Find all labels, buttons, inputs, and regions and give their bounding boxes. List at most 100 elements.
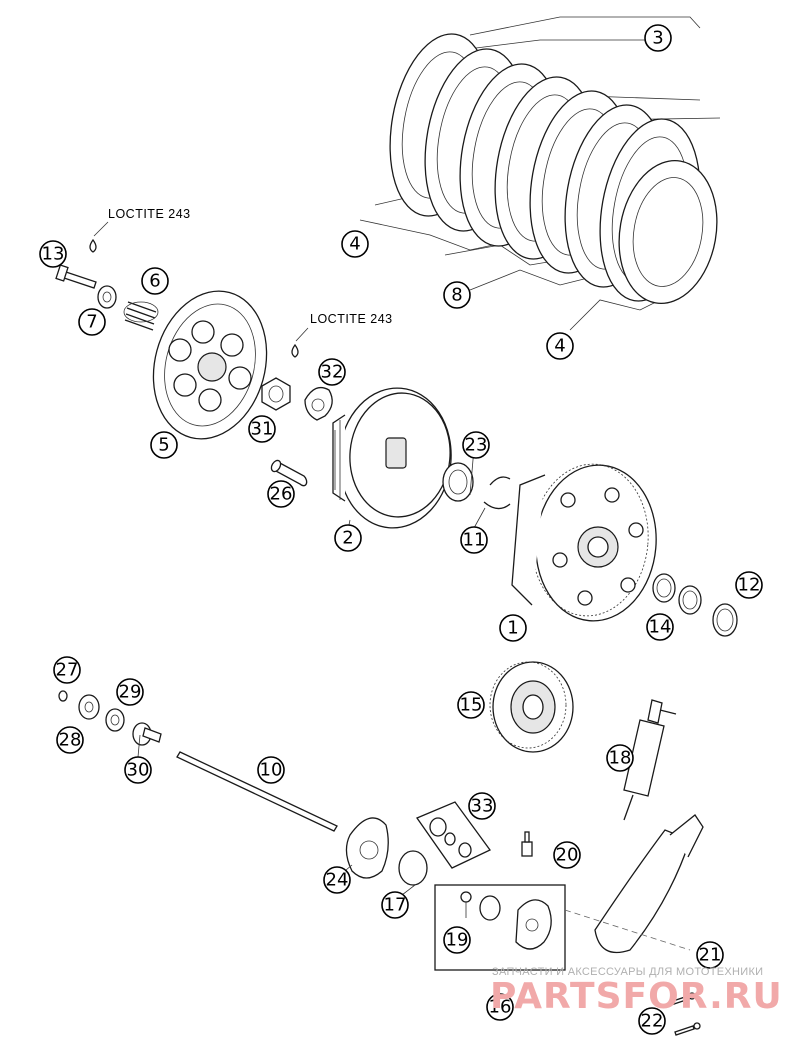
callout-29: 29 xyxy=(116,678,144,706)
callout-27: 27 xyxy=(53,656,81,684)
callout-13: 13 xyxy=(39,240,67,268)
push-piece xyxy=(132,722,162,746)
svg-text:19: 19 xyxy=(446,930,469,951)
svg-text:13: 13 xyxy=(42,244,65,265)
svg-text:1: 1 xyxy=(507,618,518,639)
callout-bubbles: 3 4 8 4 13 6 7 32 31 5 23 26 2 11 12 14 … xyxy=(39,24,763,1035)
o-ring-small xyxy=(58,690,68,702)
callout-23: 23 xyxy=(462,431,490,459)
inner-clutch-hub xyxy=(332,387,452,529)
slave-cylinder-cover xyxy=(564,814,704,954)
svg-text:23: 23 xyxy=(465,435,488,456)
callout-11: 11 xyxy=(460,526,488,554)
clutch-nut xyxy=(261,377,291,411)
callout-1: 1 xyxy=(499,614,527,642)
callout-10: 10 xyxy=(257,756,285,784)
callout-18: 18 xyxy=(606,744,634,772)
o-ring-large xyxy=(398,850,428,886)
split-ring-halves xyxy=(483,476,511,510)
svg-text:2: 2 xyxy=(342,528,353,549)
svg-text:33: 33 xyxy=(471,796,494,817)
callout-19: 19 xyxy=(443,926,471,954)
svg-text:28: 28 xyxy=(59,730,82,751)
cover-screw xyxy=(674,1022,701,1036)
svg-text:15: 15 xyxy=(460,695,483,716)
bleed-screw xyxy=(521,831,533,857)
svg-text:6: 6 xyxy=(149,271,160,292)
svg-text:17: 17 xyxy=(384,895,407,916)
callout-20: 20 xyxy=(553,841,581,869)
clutch-plate-stack xyxy=(359,16,721,331)
callout-31: 31 xyxy=(248,415,276,443)
thrust-washer xyxy=(442,462,474,502)
callout-15: 15 xyxy=(457,691,485,719)
svg-text:8: 8 xyxy=(451,285,462,306)
svg-text:24: 24 xyxy=(326,870,349,891)
svg-text:20: 20 xyxy=(556,845,579,866)
needle-bushing xyxy=(652,573,702,615)
svg-text:3: 3 xyxy=(652,28,663,49)
callout-30: 30 xyxy=(124,756,152,784)
svg-text:5: 5 xyxy=(158,435,169,456)
svg-text:4: 4 xyxy=(349,234,360,255)
lock-washer xyxy=(304,386,333,421)
callout-6: 6 xyxy=(141,267,169,295)
svg-text:21: 21 xyxy=(699,945,722,966)
callout-4: 4 xyxy=(546,332,574,360)
callout-12: 12 xyxy=(735,571,763,599)
loctite-label: LOCTITE 243 xyxy=(108,207,191,221)
svg-text:14: 14 xyxy=(649,617,672,638)
spring-retainer-washer xyxy=(97,285,117,309)
svg-text:10: 10 xyxy=(260,760,283,781)
steel-plate xyxy=(618,159,718,305)
clutch-basket xyxy=(511,463,657,622)
callout-17: 17 xyxy=(381,891,409,919)
cover-screw xyxy=(669,992,696,1006)
callout-21: 21 xyxy=(696,941,724,969)
watermark-brand: PARTSFOR.RU xyxy=(490,976,783,1017)
push-rod xyxy=(176,751,338,832)
clutch-spring xyxy=(123,301,159,331)
svg-text:32: 32 xyxy=(321,362,344,383)
seal-kit xyxy=(416,801,491,869)
callout-24: 24 xyxy=(323,866,351,894)
loctite-drop-mid xyxy=(291,327,309,358)
callout-33: 33 xyxy=(468,792,496,820)
svg-text:27: 27 xyxy=(56,660,79,681)
svg-text:22: 22 xyxy=(641,1011,664,1032)
primary-drive-gear xyxy=(489,661,574,753)
loctite-drop-top xyxy=(89,221,109,253)
callout-3: 3 xyxy=(644,24,672,52)
svg-text:26: 26 xyxy=(270,484,293,505)
svg-text:12: 12 xyxy=(738,575,761,596)
washer xyxy=(712,603,738,637)
callout-7: 7 xyxy=(78,308,106,336)
svg-text:4: 4 xyxy=(554,336,565,357)
push-rod-pin xyxy=(270,459,308,487)
callout-32: 32 xyxy=(318,358,346,386)
callout-4: 4 xyxy=(341,230,369,258)
watermark-tagline: ЗАПЧАСТИ И АКСЕССУАРЫ ДЛЯ МОТОТЕХНИКИ xyxy=(492,966,763,978)
pressure-plate xyxy=(152,290,268,440)
callout-22: 22 xyxy=(638,1007,666,1035)
callout-26: 26 xyxy=(267,480,295,508)
callout-2: 2 xyxy=(334,524,362,552)
washer-small xyxy=(78,694,100,720)
slave-cylinder-gasket xyxy=(345,817,389,879)
svg-text:30: 30 xyxy=(127,760,150,781)
svg-text:29: 29 xyxy=(119,682,142,703)
callout-16: 16 xyxy=(486,993,514,1021)
callout-8: 8 xyxy=(443,281,471,309)
loctite-label: LOCTITE 243 xyxy=(310,312,393,326)
svg-text:31: 31 xyxy=(251,419,274,440)
seal-ring xyxy=(105,708,125,732)
svg-text:11: 11 xyxy=(463,530,486,551)
spring-bolt xyxy=(55,264,97,289)
bleed-syringe xyxy=(623,699,677,821)
callout-14: 14 xyxy=(646,613,674,641)
callout-5: 5 xyxy=(150,431,178,459)
callout-28: 28 xyxy=(56,726,84,754)
svg-text:16: 16 xyxy=(489,997,512,1018)
svg-text:7: 7 xyxy=(86,312,97,333)
